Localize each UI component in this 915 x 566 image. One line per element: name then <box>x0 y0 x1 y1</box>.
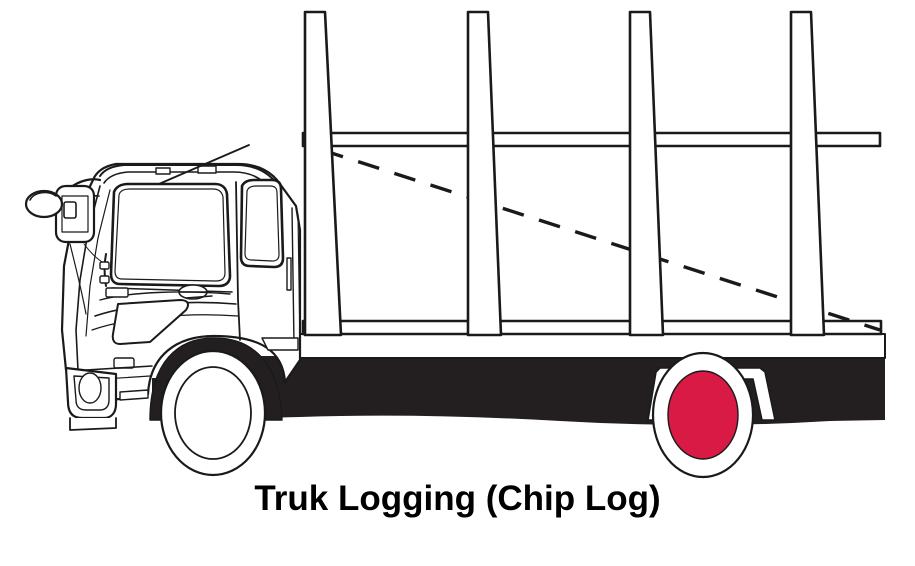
cab-quarter-window-inner <box>244 185 280 262</box>
cab-door-seam <box>235 181 241 341</box>
side-mirror-assembly <box>24 178 102 315</box>
bed-deck-panel <box>299 333 886 359</box>
spotter-mirror-icon <box>24 189 64 219</box>
cab-step <box>119 389 149 401</box>
side-mirror-nub <box>63 201 77 219</box>
grab-handle-clip-2 <box>99 275 110 284</box>
bumper-lower-step <box>69 417 117 431</box>
upper-rail-bar <box>301 131 882 148</box>
lower-rail-bar <box>301 319 883 336</box>
a-pillar-grab-handle <box>99 253 129 298</box>
bed-upper-rail <box>301 131 882 148</box>
door-handle-recess <box>185 295 213 299</box>
roof-marker-lamp-1 <box>155 167 171 175</box>
bunk-stakes-group <box>303 10 826 337</box>
cab-lower-vent-panel <box>111 299 189 345</box>
cab-rear-bracket <box>261 337 299 351</box>
cab-door-belt-line <box>111 287 233 293</box>
spotter-mirror-bracket <box>29 191 57 201</box>
cab-front-pillar-inner <box>85 189 111 337</box>
cab-side-window-inner <box>114 188 226 282</box>
stake-1 <box>303 10 343 337</box>
mirror-stay <box>69 243 87 315</box>
wiper-icon <box>83 243 103 263</box>
bed-deck <box>299 333 886 359</box>
stake-4 <box>789 10 826 337</box>
stake-3 <box>628 10 665 337</box>
dashed-guide-stroke <box>321 148 881 332</box>
cab-assembly <box>24 144 302 431</box>
cab-rear-slot <box>286 257 292 291</box>
rear-wheel <box>651 351 755 479</box>
roof-marker-lamp-2 <box>197 165 217 174</box>
front-wheel-hub <box>174 366 252 460</box>
grab-handle-base <box>105 287 129 298</box>
roof-antenna-icon <box>151 144 250 188</box>
front-wheel <box>159 349 267 477</box>
cab-rocker-line <box>85 365 153 371</box>
dashed-load-guide-line <box>321 148 881 332</box>
cab-side-window <box>109 182 232 288</box>
headlight-icon <box>78 372 102 404</box>
cab-rear-edge-1 <box>291 207 295 345</box>
side-mirror-glass <box>61 195 89 233</box>
rear-wheel-hub <box>667 370 739 460</box>
cab-roof-line <box>99 164 278 185</box>
cab-quarter-window <box>239 178 285 269</box>
stake-2 <box>466 10 503 337</box>
cab-rear-edge-2 <box>297 213 301 347</box>
bed-lower-rail <box>301 319 883 336</box>
grab-handle-clip-1 <box>99 261 110 270</box>
